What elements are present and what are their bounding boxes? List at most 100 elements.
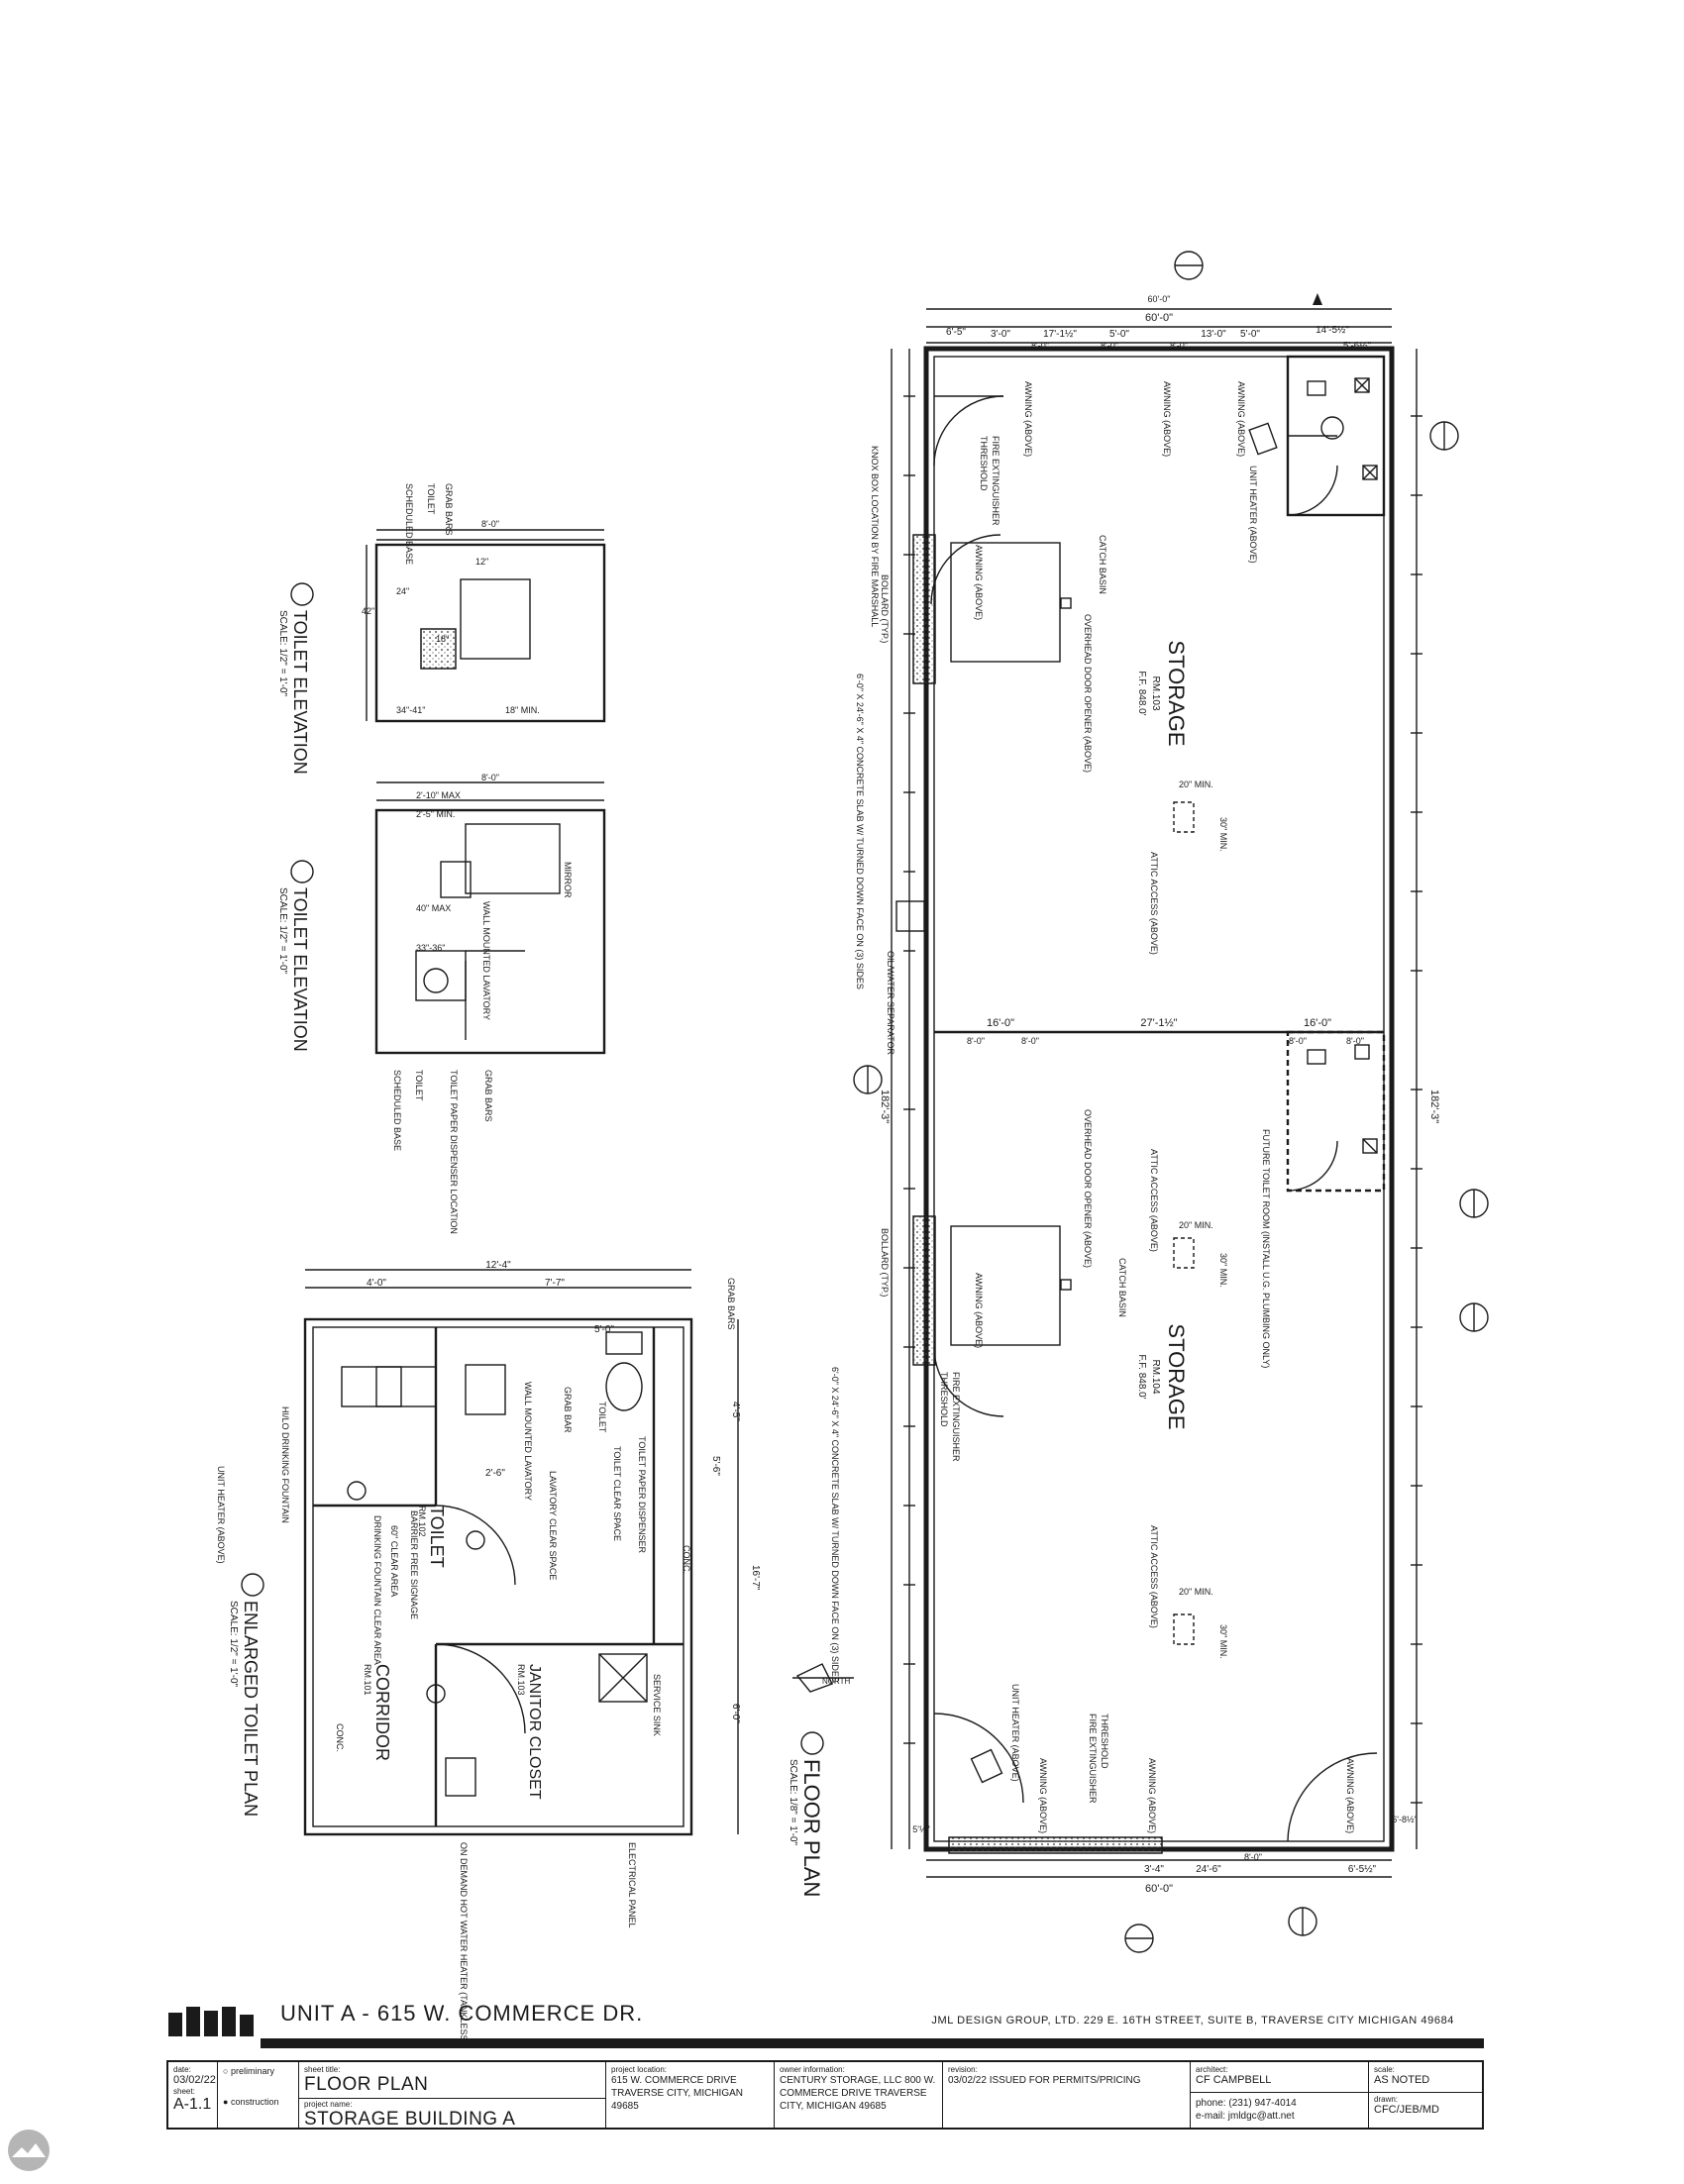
note-awning-7: AWNING (ABOVE) [1147, 1758, 1157, 1833]
dim-side-a: 6'-8½" [1392, 1815, 1417, 1824]
enl-note-water-heater: ON DEMAND HOT WATER HEATER (TANKLESS) [459, 1842, 469, 2044]
dim-top-f: 14'-5½" [1316, 325, 1349, 336]
note-threshold-2: THRESHOLD [939, 1372, 949, 1427]
enlarged-toilet-plan: 12'-4" 4'-0" 7'-7" 5'-0" 16'-7" 4'-5" 6'… [216, 1260, 761, 2044]
title-block: UNIT A - 615 W. COMMERCE DR. JML DESIGN … [166, 2001, 1484, 2132]
e3-r3336: 33"-36" [416, 943, 445, 953]
enl-note-unit-heater: UNIT HEATER (ABOVE) [216, 1466, 226, 1564]
location-value: 615 W. COMMERCE DRIVE TRAVERSE CITY, MIC… [611, 2075, 743, 2112]
e4-w: 8'-0" [481, 519, 499, 529]
enl-dim-f: 5'-6" [710, 1456, 721, 1476]
north-arrow [792, 1663, 854, 1693]
constr-label: construction [230, 2097, 279, 2107]
sheet-label: sheet: [173, 2087, 195, 2096]
note-slab-2: 6'-0" X 24'-6" X 4" CONCRETE SLAB W/ TUR… [830, 1367, 840, 1683]
e3-grab: GRAB BARS [483, 1070, 493, 1122]
corner-logo-icon [8, 2130, 50, 2171]
prelim-radio-icon: ○ [223, 2066, 231, 2076]
dim-8-l1: 8'-0" [967, 1036, 985, 1046]
enl-dim-d: 4'-5" [730, 1402, 741, 1421]
elev4-title: TOILET ELEVATION [290, 610, 310, 775]
dim-side-b: 5'½" [912, 1824, 929, 1834]
prelim-label: preliminary [230, 2066, 274, 2076]
note-awning-5: AWNING (ABOVE) [974, 1273, 984, 1348]
dim-8-l2: 8'-0" [1021, 1036, 1039, 1046]
cell-owner: owner information: CENTURY STORAGE, LLC … [775, 2062, 943, 2128]
dim-mid-span: 27'-1½" [1140, 1017, 1177, 1029]
cell-status: ○ preliminary ● construction [218, 2062, 299, 2128]
e4-d12: 12" [475, 557, 488, 567]
enl-dim-b: 7'-7" [545, 1278, 565, 1289]
note-oil-sep: OIL/WATER SEPARATOR [886, 951, 895, 1056]
note-awning-6: AWNING (ABOVE) [1038, 1758, 1048, 1833]
e3-w: 8'-0" [481, 773, 499, 782]
enl-dim-side: 16'-7" [750, 1565, 761, 1591]
drawn-value: CFC/JEB/MD [1374, 2104, 1439, 2116]
dim-overall-right: 182'-3" [1428, 1090, 1440, 1123]
room-storage-lower-name: STORAGE [1164, 1323, 1189, 1429]
dim-16-right: 16'-0" [1304, 1017, 1331, 1029]
enl-room-janitor-num: RM.103 [516, 1664, 526, 1696]
floor-plan-title: FLOOR PLAN [799, 1759, 824, 1897]
enl-note-toilet-clear: TOILET CLEAR SPACE [612, 1446, 622, 1541]
elev4-scale: SCALE: 1/2" = 1'-0" [277, 610, 288, 697]
enl-note-df: HI/LO DRINKING FOUNTAIN [280, 1406, 290, 1523]
dim-top-b: 17'-1½" [1043, 329, 1077, 340]
enl-note-service-sink: SERVICE SINK [652, 1674, 662, 1736]
owner-value: CENTURY STORAGE, LLC 800 W. COMMERCE DRI… [780, 2075, 936, 2112]
enl-note-60clear: 60" CLEAR AREA [389, 1525, 399, 1597]
e3-lav: WALL MOUNTED LAVATORY [481, 901, 491, 1020]
enl-note-toilet: TOILET [597, 1402, 607, 1433]
north-label: NORTH [822, 1677, 851, 1686]
e3-tp: TOILET PAPER DISPENSER LOCATION [449, 1070, 459, 1234]
room-storage-lower-number: RM.104 [1150, 1359, 1161, 1394]
note-fire-ext-2: FIRE EXTINGUISHER [951, 1372, 961, 1462]
project-name: STORAGE BUILDING A [304, 2109, 516, 2130]
note-catch-basin-2: CATCH BASIN [1117, 1258, 1127, 1317]
cell-scale: scale: AS NOTED drawn: CFC/JEB/MD [1369, 2062, 1482, 2128]
note-min30-1: 30" MIN. [1218, 817, 1228, 852]
elev3-title: TOILET ELEVATION [290, 887, 310, 1052]
dim-top-g: 6'-5" [946, 327, 966, 338]
enl-dim-c: 5'-0" [594, 1324, 614, 1335]
scale-label: scale: [1374, 2065, 1395, 2074]
note-min20-2: 20" MIN. [1179, 1220, 1213, 1230]
e4-d42: 42" [362, 606, 374, 616]
note-unit-heater-2: UNIT HEATER (ABOVE) [1010, 1684, 1020, 1782]
slab-lower [912, 1215, 936, 1366]
dim-bot-overall: 60'-0" [1145, 1883, 1173, 1895]
note-awning-3: AWNING (ABOVE) [1236, 381, 1246, 457]
cell-sheet: date: 03/02/22 sheet: A-1.1 [168, 2062, 218, 2128]
note-future-toilet: FUTURE TOILET ROOM (INSTALL U.G. PLUMBIN… [1261, 1129, 1271, 1368]
dim-overall-top: 60'-0" [1148, 294, 1171, 304]
title-block-header: UNIT A - 615 W. COMMERCE DR. JML DESIGN … [166, 2001, 1484, 2040]
enl-note-lav: WALL MOUNTED LAVATORY [523, 1382, 533, 1501]
revision-label: revision: [948, 2065, 978, 2074]
note-bollard-1: BOLLARD (TYP.) [880, 574, 890, 643]
firm-logo [168, 2007, 254, 2036]
dim-8-r1: 8'-0" [1289, 1036, 1307, 1046]
note-awning-8: AWNING (ABOVE) [1345, 1758, 1355, 1833]
cell-title: sheet title: FLOOR PLAN project name: ST… [299, 2062, 606, 2130]
drawn-label: drawn: [1374, 2095, 1399, 2104]
scale-value: AS NOTED [1374, 2074, 1430, 2086]
firm-info: JML DESIGN GROUP, LTD. 229 E. 16TH STREE… [931, 2015, 1454, 2027]
room-storage-upper-ff: F.F. 848.0' [1136, 671, 1147, 715]
email: e-mail: jmldgc@att.net [1196, 2111, 1295, 2122]
enl-note-tp: TOILET PAPER DISPENSER [637, 1436, 647, 1554]
note-catch-basin-1: CATCH BASIN [1098, 535, 1107, 594]
dim-overall-left: 182'-3" [879, 1090, 891, 1123]
note-min30-3: 30" MIN. [1218, 1624, 1228, 1659]
future-toilet-room [1286, 1030, 1386, 1193]
location-label: project location: [611, 2065, 668, 2074]
revision-value: 03/02/22 ISSUED FOR PERMITS/PRICING [948, 2075, 1141, 2086]
e4-grab: GRAB BARS [444, 483, 454, 536]
enl-room-corridor: CORRIDOR [372, 1664, 392, 1761]
e3-min25: 2'-5" MIN. [416, 809, 455, 819]
note-min20-1: 20" MIN. [1179, 780, 1213, 789]
dim-bot-b: 3'-4" [1144, 1864, 1164, 1875]
dim-top-h: 5'-6½" [1343, 341, 1372, 352]
toilet-elevation-3: 8'-0" 2'-10" MAX 2'-5" MIN. 40" MAX 33"-… [277, 773, 606, 1234]
